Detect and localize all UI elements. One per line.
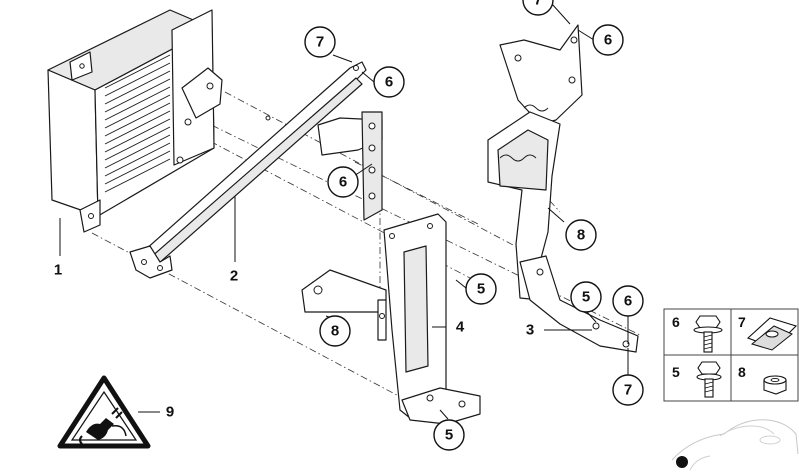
callout-6-top-right: 6 xyxy=(592,24,624,56)
legend-number-7: 7 xyxy=(738,314,746,330)
callout-8-right: 8 xyxy=(565,219,597,251)
callout-5-mid: 5 xyxy=(465,273,497,305)
callout-6-mid: 6 xyxy=(327,166,359,198)
svg-text:5: 5 xyxy=(477,281,485,298)
spring-nut-clip-icon xyxy=(746,317,798,351)
part-2-strut xyxy=(129,61,367,279)
label-part-9: 9 xyxy=(166,404,174,421)
callout-5-bottom: 5 xyxy=(433,419,465,451)
svg-text:6: 6 xyxy=(385,74,393,91)
electrical-plug-warning-icon xyxy=(57,375,151,449)
svg-text:8: 8 xyxy=(331,323,339,340)
callout-7-bottom-right: 7 xyxy=(612,374,644,406)
small-bracket-mid xyxy=(317,111,383,221)
flange-bolt-icon xyxy=(693,315,723,353)
legend-number-6: 6 xyxy=(672,314,680,330)
part-4-bracket xyxy=(301,213,481,425)
hex-bolt-washer-icon xyxy=(696,361,722,398)
svg-text:7: 7 xyxy=(316,34,324,51)
svg-text:5: 5 xyxy=(445,427,453,444)
callout-6-top-left: 6 xyxy=(373,66,405,98)
callout-8-left: 8 xyxy=(319,315,351,347)
callout-5-right: 5 xyxy=(570,281,602,313)
legend-number-5: 5 xyxy=(672,364,680,380)
callout-7-top-left: 7 xyxy=(304,26,336,58)
legend-cell-8: 8 xyxy=(738,364,787,395)
legend-cell-5: 5 xyxy=(672,361,722,398)
svg-text:6: 6 xyxy=(604,32,612,49)
label-part-4: 4 xyxy=(456,319,465,336)
vehicle-silhouette-icon xyxy=(663,403,799,473)
leader-lines xyxy=(59,3,629,420)
callout-6-right: 6 xyxy=(612,285,644,317)
label-part-2: 2 xyxy=(230,268,238,285)
svg-text:6: 6 xyxy=(339,174,347,191)
part-1-control-unit xyxy=(47,9,223,233)
hex-nut-icon xyxy=(763,375,787,395)
part-3-bracket xyxy=(487,24,639,353)
label-part-1: 1 xyxy=(54,262,62,279)
legend-cell-6: 6 xyxy=(672,314,723,353)
svg-text:7: 7 xyxy=(624,382,632,399)
label-part-3: 3 xyxy=(526,322,534,339)
svg-text:7: 7 xyxy=(534,0,542,9)
svg-text:5: 5 xyxy=(582,289,590,306)
legend-number-8: 8 xyxy=(738,364,746,380)
svg-text:8: 8 xyxy=(577,227,585,244)
fastener-legend: 6 7 5 8 xyxy=(663,308,799,402)
legend-cell-7: 7 xyxy=(738,314,798,351)
callout-7-top-right: 7 xyxy=(522,0,554,16)
svg-text:6: 6 xyxy=(624,293,632,310)
